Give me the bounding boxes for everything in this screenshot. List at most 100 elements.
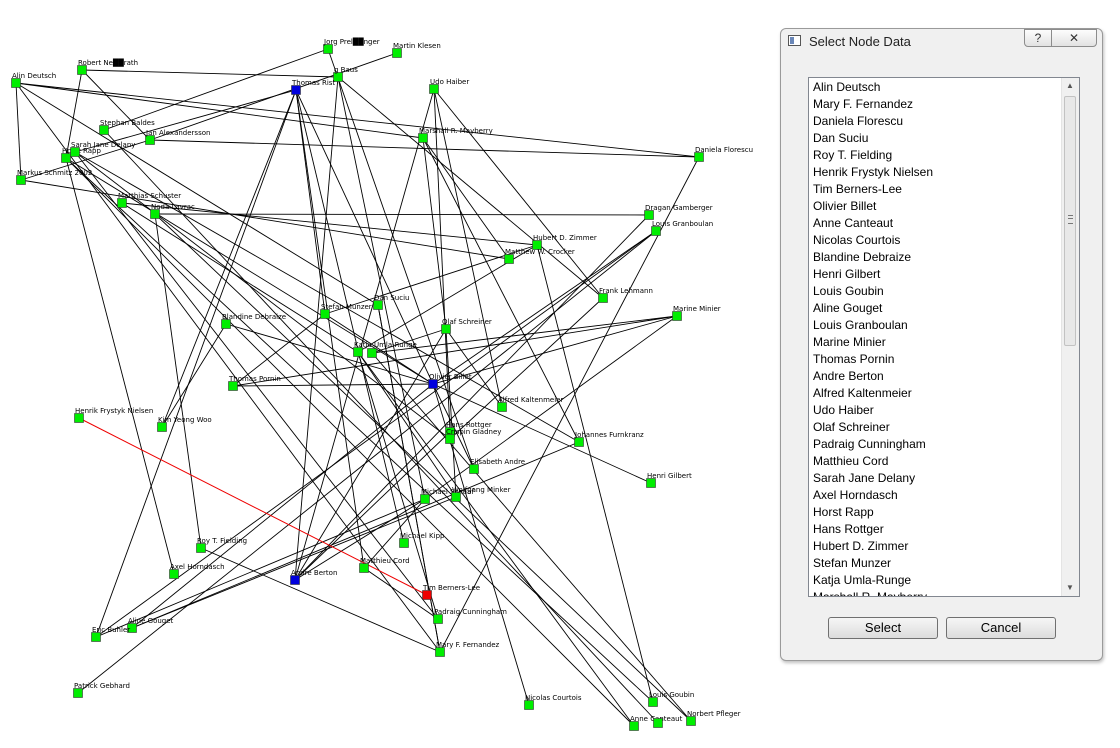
graph-node-daniela-florescu[interactable]: Daniela Florescu: [694, 146, 754, 162]
select-button[interactable]: Select: [828, 617, 938, 639]
graph-node-w-minker[interactable]: Wolfgang Minker: [451, 486, 511, 502]
node-marker[interactable]: [127, 623, 137, 633]
cancel-button[interactable]: Cancel: [946, 617, 1056, 639]
node-marker[interactable]: [16, 175, 26, 185]
scrollbar-thumb[interactable]: [1064, 96, 1076, 346]
graph-node-udo-haiber[interactable]: Udo Haiber: [429, 78, 470, 94]
node-marker[interactable]: [11, 78, 21, 88]
graph-node-eric-buhler[interactable]: Eric Buhler: [91, 626, 131, 642]
node-marker[interactable]: [373, 300, 383, 310]
list-item[interactable]: Hubert D. Zimmer: [813, 539, 909, 553]
node-marker[interactable]: [117, 198, 127, 208]
graph-node-kim-woo[interactable]: Kim Yeong Woo: [157, 416, 212, 432]
graph-node-michael-kipp[interactable]: Michael Kipp: [399, 532, 446, 548]
graph-node-martin-klesen[interactable]: Martin Klesen: [392, 42, 441, 58]
graph-node-crispin-gladney[interactable]: Crispin Gladney: [445, 428, 502, 444]
graph-node-k-baus[interactable]: g Baus: [333, 66, 359, 82]
node-marker[interactable]: [574, 437, 584, 447]
graph-node-sarah-delany[interactable]: Sarah Jane Delany: [70, 141, 136, 157]
node-marker[interactable]: [428, 379, 438, 389]
list-item[interactable]: Marine Minier: [813, 335, 886, 349]
graph-node-louis-granboulan[interactable]: Louis Granboulan: [651, 220, 714, 236]
node-marker[interactable]: [70, 147, 80, 157]
list-item[interactable]: Nicolas Courtois: [813, 233, 901, 247]
list-item[interactable]: Aline Gouget: [813, 301, 883, 315]
node-marker[interactable]: [672, 311, 682, 321]
node-marker[interactable]: [418, 133, 428, 143]
graph-node-jorg-prellinger[interactable]: Jorg Prel██nger: [323, 37, 380, 54]
list-item[interactable]: Matthieu Cord: [813, 454, 889, 468]
graph-node-axel-horndasch[interactable]: Axel Horndasch: [169, 563, 225, 579]
graph-node-stefan-munzer[interactable]: Stefan Munzer: [320, 303, 372, 319]
graph-node-tim-berners-lee[interactable]: Tim Berners-Lee: [422, 584, 480, 600]
node-marker[interactable]: [451, 492, 461, 502]
graph-node-horst-rapp[interactable]: Horst Rapp: [61, 147, 102, 163]
graph-node-frank-lehmann[interactable]: Frank Lehmann: [598, 287, 653, 303]
node-marker[interactable]: [644, 210, 654, 220]
list-item[interactable]: Henri Gilbert: [813, 267, 881, 281]
graph-node-robert-nesselrath[interactable]: Robert Ne██rath: [77, 58, 139, 75]
graph-node-olivier-billet[interactable]: Olivier Billet: [428, 373, 472, 389]
list-item[interactable]: Padraig Cunningham: [813, 437, 926, 451]
close-button[interactable]: ✕: [1051, 29, 1097, 47]
node-marker[interactable]: [145, 135, 155, 145]
node-marker[interactable]: [221, 319, 231, 329]
list-item[interactable]: Daniela Florescu: [813, 114, 904, 128]
graph-node-alexandersson[interactable]: Jan Alexandersson: [145, 129, 210, 145]
node-marker[interactable]: [91, 632, 101, 642]
node-marker[interactable]: [333, 72, 343, 82]
graph-node-markus-schmitz[interactable]: Markus Schmitz 2002: [16, 169, 93, 185]
node-marker[interactable]: [429, 84, 439, 94]
node-marker[interactable]: [497, 402, 507, 412]
node-marker[interactable]: [686, 716, 696, 726]
list-item[interactable]: Stefan Munzer: [813, 556, 892, 570]
graph-node-katja-umla[interactable]: Katja Umla-Runge: [353, 341, 417, 357]
vertical-scrollbar[interactable]: ▲ ▼: [1061, 78, 1079, 596]
graph-node-dragan-gamberger[interactable]: Dragan Gamberger: [644, 204, 713, 220]
node-marker[interactable]: [320, 309, 330, 319]
node-marker[interactable]: [150, 209, 160, 219]
node-marker[interactable]: [61, 153, 71, 163]
list-item[interactable]: Mary F. Fernandez: [813, 97, 914, 111]
graph-node-olaf-schreiner[interactable]: Olaf Schreiner: [441, 318, 492, 334]
node-marker[interactable]: [196, 543, 206, 553]
node-marker[interactable]: [392, 48, 402, 58]
graph-node-marine-minier[interactable]: Marine Minier: [672, 305, 721, 321]
graph-node-louis-goubin[interactable]: Louis Goubin: [648, 691, 695, 707]
list-item[interactable]: Roy T. Fielding: [813, 148, 893, 162]
node-marker[interactable]: [532, 240, 542, 250]
graph-node-blandine-debraize[interactable]: Blandine Debraize: [221, 313, 287, 329]
node-marker[interactable]: [77, 65, 87, 75]
graph-node-schaaf[interactable]: Michael Schaaf: [420, 488, 475, 504]
node-marker[interactable]: [646, 478, 656, 488]
node-marker[interactable]: [694, 152, 704, 162]
graph-node-axel-horndasch2[interactable]: [367, 348, 377, 358]
list-item[interactable]: Katja Umla-Runge: [813, 573, 912, 587]
graph-node-nada-lavrac[interactable]: Nada Lavrac: [150, 203, 195, 219]
node-marker[interactable]: [441, 324, 451, 334]
node-marker[interactable]: [445, 434, 455, 444]
list-item[interactable]: Tim Berners-Lee: [813, 182, 902, 196]
list-item[interactable]: Horst Rapp: [813, 505, 874, 519]
node-marker[interactable]: [323, 44, 333, 54]
node-marker[interactable]: [648, 697, 658, 707]
node-marker[interactable]: [598, 293, 608, 303]
graph-node-stephan-baldes[interactable]: Stephan Baldes: [99, 119, 156, 135]
list-item[interactable]: Udo Haiber: [813, 403, 874, 417]
help-button[interactable]: ?: [1024, 29, 1052, 47]
list-item[interactable]: Dan Suciu: [813, 131, 869, 145]
graph-node-elena-m[interactable]: [653, 718, 663, 728]
graph-node-henri-gilbert[interactable]: Henri Gilbert: [646, 472, 692, 488]
list-item[interactable]: Louis Goubin: [813, 284, 884, 298]
graph-node-matthieu-cord[interactable]: Matthieu Cord: [359, 557, 410, 573]
node-marker[interactable]: [99, 125, 109, 135]
graph-node-elisabeth-andre[interactable]: Elisabeth Andre: [469, 458, 526, 474]
node-marker[interactable]: [169, 569, 179, 579]
list-item[interactable]: Anne Canteaut: [813, 216, 894, 230]
node-marker[interactable]: [353, 347, 363, 357]
graph-node-matthias-schuster[interactable]: Matthias Schuster: [117, 192, 182, 208]
node-marker[interactable]: [433, 614, 443, 624]
node-marker[interactable]: [73, 688, 83, 698]
graph-node-andre-berton[interactable]: Andre Berton: [290, 569, 338, 585]
